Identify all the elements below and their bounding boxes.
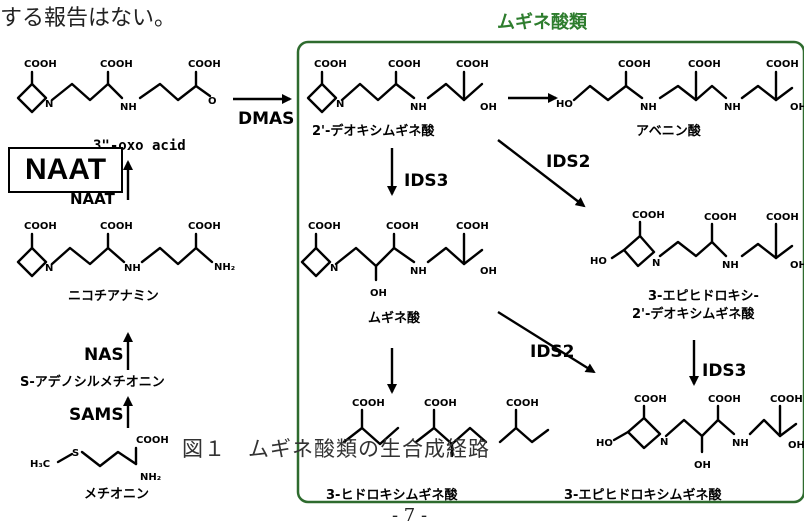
svg-text:N: N	[336, 99, 344, 110]
nas-label: NAS	[84, 345, 124, 365]
svg-text:NH: NH	[410, 266, 427, 277]
svg-text:O: O	[208, 96, 217, 107]
svg-text:NH₂: NH₂	[140, 472, 161, 483]
svg-text:COOH: COOH	[632, 210, 665, 221]
methionine-structure: H₃C S COOH NH₂	[30, 435, 169, 483]
svg-text:NH: NH	[120, 102, 137, 113]
hmug-label: 3-ヒドロキシムギネ酸	[326, 487, 458, 503]
naat-highlight-box: NAAT	[8, 147, 123, 193]
nicotianamine-label: ニコチアナミン	[68, 289, 159, 304]
svg-text:COOH: COOH	[708, 394, 741, 405]
svg-text:NH: NH	[410, 102, 427, 113]
page-number: - 7 -	[392, 505, 428, 526]
svg-text:COOH: COOH	[766, 59, 799, 70]
svg-text:COOH: COOH	[100, 59, 133, 70]
svg-text:COOH: COOH	[352, 398, 385, 409]
svg-text:N: N	[45, 263, 53, 274]
svg-text:OH: OH	[790, 260, 804, 271]
svg-text:NH: NH	[640, 102, 657, 113]
naat-small-label: NAAT	[70, 190, 116, 208]
hmug-structure: COOH COOH COOH	[342, 398, 550, 458]
box-title: ムギネ酸類	[497, 11, 588, 33]
svg-text:S: S	[72, 448, 79, 459]
dmug-label: 2'-デオキシムギネ酸	[312, 123, 435, 139]
ids2-label-b: IDS2	[530, 342, 575, 362]
svg-text:COOH: COOH	[100, 221, 133, 232]
svg-text:COOH: COOH	[24, 221, 57, 232]
ids2-label-a: IDS2	[546, 152, 591, 172]
svg-text:NH: NH	[124, 263, 141, 274]
svg-text:OH: OH	[370, 288, 387, 299]
svg-text:HO: HO	[590, 256, 607, 267]
svg-text:COOH: COOH	[618, 59, 651, 70]
epi-hdma-structure: HO COOH COOH COOH N NH OH	[590, 210, 804, 271]
oxo-acid-structure: COOH COOH COOH N NH O	[16, 59, 221, 114]
epi-hmug-label: 3-エピヒドロキシムギネ酸	[564, 487, 722, 503]
svg-text:COOH: COOH	[188, 59, 221, 70]
svg-text:HO: HO	[556, 99, 573, 110]
svg-text:COOH: COOH	[456, 221, 489, 232]
svg-text:COOH: COOH	[24, 59, 57, 70]
svg-text:OH: OH	[788, 440, 804, 451]
figure-caption: 図１ ムギネ酸類の生合成経路	[182, 437, 490, 461]
intro-text-fragment: する報告はない。	[0, 6, 177, 31]
epi-hmug-structure: HO COOH COOH COOH N OH NH OH	[596, 394, 804, 471]
mugineic-acid-label: ムギネ酸	[368, 310, 421, 326]
svg-text:COOH: COOH	[506, 398, 539, 409]
svg-text:COOH: COOH	[386, 221, 419, 232]
dmug-structure: COOH COOH COOH N NH OH	[306, 59, 497, 114]
sams-label: SAMS	[69, 405, 124, 425]
svg-text:NH₂: NH₂	[214, 262, 235, 273]
avenic-acid-label: アベニン酸	[636, 123, 702, 139]
sam-label: S-アデノシルメチオニン	[20, 374, 165, 390]
svg-text:COOH: COOH	[188, 221, 221, 232]
ids3-label-b: IDS3	[702, 361, 747, 381]
svg-text:COOH: COOH	[634, 394, 667, 405]
dmas-label: DMAS	[238, 109, 294, 129]
svg-text:N: N	[652, 258, 660, 269]
svg-text:COOH: COOH	[766, 212, 799, 223]
svg-text:COOH: COOH	[308, 221, 341, 232]
svg-text:NH: NH	[722, 260, 739, 271]
svg-text:COOH: COOH	[388, 59, 421, 70]
mugineic-acid-structure: COOH COOH COOH N OH NH OH	[300, 221, 497, 299]
ids3-label-a: IDS3	[404, 171, 449, 191]
svg-text:NH: NH	[732, 438, 749, 449]
epi-hdma-label-line1: 3-エピヒドロキシ-	[648, 289, 759, 304]
avenic-acid-structure: HO COOH COOH COOH NH NH OH	[556, 59, 804, 113]
svg-text:N: N	[330, 263, 338, 274]
svg-text:N: N	[660, 437, 668, 448]
mugineic-acid-family-box	[296, 40, 804, 504]
svg-text:OH: OH	[790, 102, 804, 113]
svg-text:HO: HO	[596, 438, 613, 449]
svg-text:COOH: COOH	[424, 398, 457, 409]
nicotianamine-structure: COOH COOH COOH N NH NH₂	[16, 221, 235, 278]
svg-text:COOH: COOH	[688, 59, 721, 70]
svg-text:COOH: COOH	[456, 59, 489, 70]
svg-text:OH: OH	[694, 460, 711, 471]
svg-text:N: N	[45, 99, 53, 110]
svg-text:COOH: COOH	[704, 212, 737, 223]
svg-text:COOH: COOH	[770, 394, 803, 405]
svg-text:COOH: COOH	[314, 59, 347, 70]
svg-text:OH: OH	[480, 266, 497, 277]
epi-hdma-label-line2: 2'-デオキシムギネ酸	[632, 306, 755, 322]
svg-text:OH: OH	[480, 102, 497, 113]
svg-text:H₃C: H₃C	[30, 459, 50, 470]
methionine-label: メチオニン	[84, 487, 149, 502]
svg-text:COOH: COOH	[136, 435, 169, 446]
svg-text:NH: NH	[724, 102, 741, 113]
